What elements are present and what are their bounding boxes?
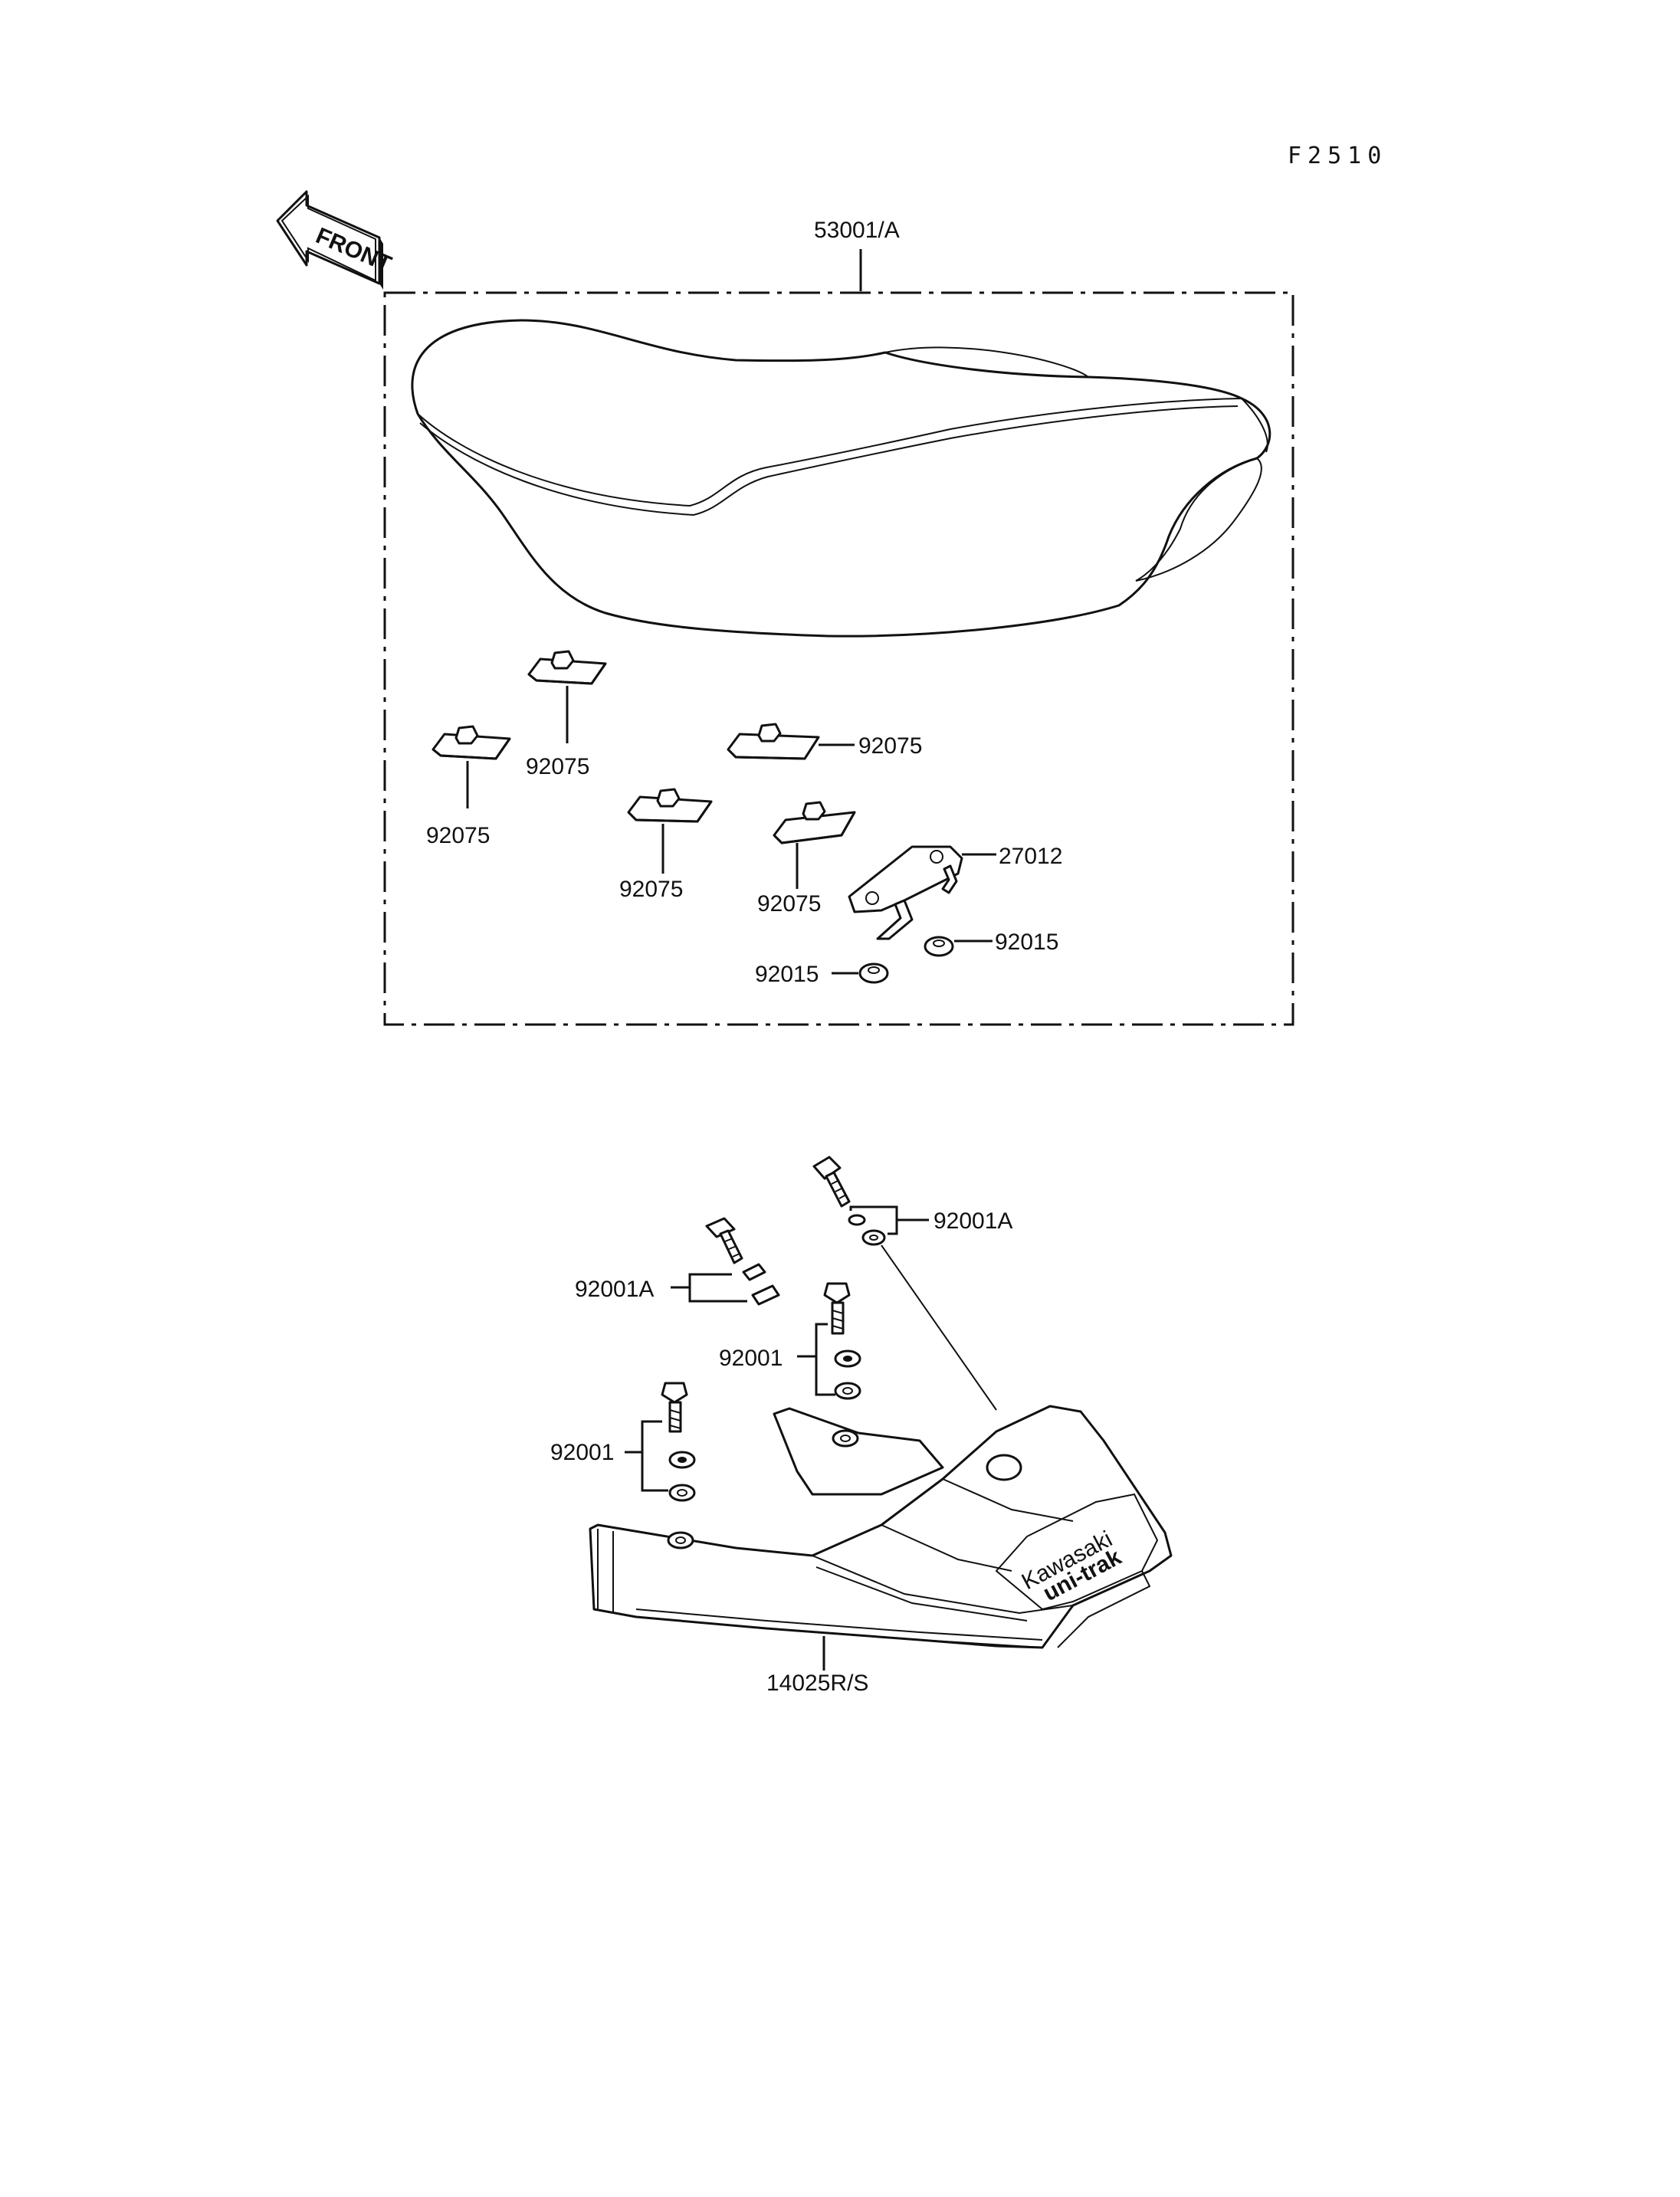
label-damper-left: 92015 xyxy=(755,962,819,987)
nut-92075-e xyxy=(773,801,856,844)
seat-group-frame xyxy=(383,291,1294,1026)
nut-92075-b xyxy=(431,725,511,760)
nut-92075-a xyxy=(527,650,607,685)
label-92001-low: 92001 xyxy=(550,1440,614,1465)
bracket-leader-low xyxy=(641,1420,668,1492)
label-nut-a: 92075 xyxy=(526,754,589,779)
damper-92015-left xyxy=(858,962,889,984)
nut-92075-d xyxy=(627,788,713,823)
damper-92015-right xyxy=(924,936,954,957)
label-damper-right: 92015 xyxy=(995,930,1058,955)
label-nut-b: 92075 xyxy=(426,823,490,848)
bolt-set-92001a-left xyxy=(705,1217,780,1306)
bolt-set-92001-mid xyxy=(823,1282,861,1400)
bracket-leader-a-left xyxy=(688,1273,747,1303)
bracket-27012 xyxy=(848,845,963,940)
label-nut-c: 92075 xyxy=(858,733,922,759)
bolt-set-92001-low xyxy=(661,1382,696,1502)
leader-to-cover xyxy=(881,1244,997,1411)
seat-label: 53001/A xyxy=(814,218,900,243)
label-cover: 14025R/S xyxy=(766,1671,868,1696)
figure-code: F2510 xyxy=(1288,143,1387,169)
label-nut-d: 92075 xyxy=(619,877,683,902)
front-arrow-icon: FRONT xyxy=(276,190,395,290)
label-92001a-left: 92001A xyxy=(575,1277,654,1302)
seat-illustration xyxy=(411,319,1271,638)
bracket-leader-mid xyxy=(815,1323,835,1396)
bolt-set-92001a-right xyxy=(812,1156,886,1246)
nut-92075-c xyxy=(727,723,820,760)
label-nut-e: 92075 xyxy=(757,891,821,917)
swingarm-cover xyxy=(589,1405,1173,1649)
label-92001a-right: 92001A xyxy=(934,1208,1012,1234)
label-92001-mid: 92001 xyxy=(719,1346,783,1371)
label-bracket: 27012 xyxy=(999,844,1062,869)
bracket-leader-a-right xyxy=(849,1205,898,1235)
